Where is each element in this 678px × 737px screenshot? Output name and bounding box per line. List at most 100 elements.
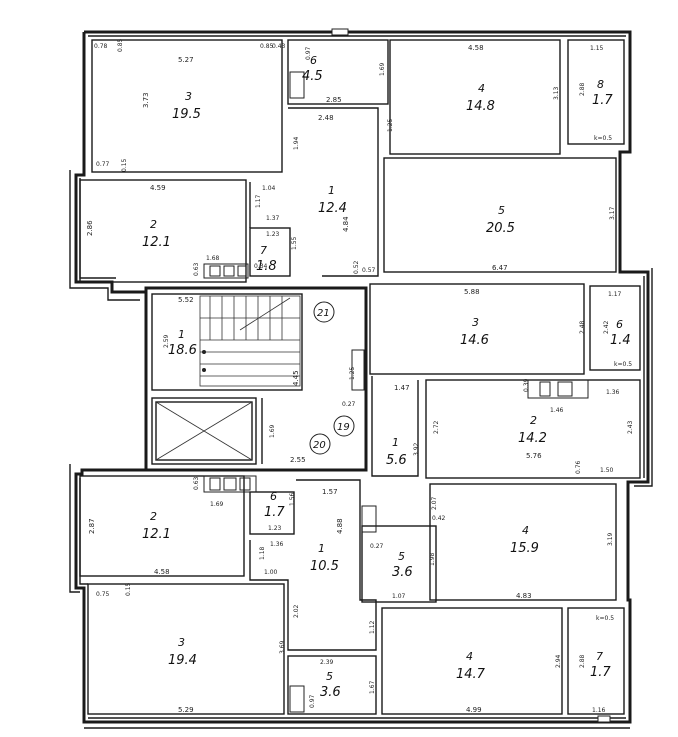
dimension: 0.39: [523, 378, 530, 392]
room-area: 4.5: [302, 69, 323, 84]
dimension: 1.00: [264, 569, 278, 576]
room-number: 1: [328, 184, 335, 197]
axis-markers: 21 19 20: [309, 301, 355, 455]
dimension: 0.15: [125, 582, 132, 596]
dimension: 1.56: [289, 492, 296, 506]
dimension: 2.94: [555, 654, 562, 668]
dimension: 1.69: [269, 424, 276, 438]
room-number: 4: [466, 650, 473, 663]
dimension: 0.97: [305, 46, 312, 60]
dimension: 4.88: [336, 518, 344, 534]
dimension: 2.02: [293, 604, 300, 618]
dimension: 1.69: [379, 62, 386, 76]
dimension: 1.94: [293, 136, 300, 150]
room-labels: 3 19.5 6 4.5 4 14.8 8 1.7 2 12.1 1 12.4 …: [142, 54, 631, 700]
dimension: 5.52: [178, 296, 194, 304]
room-area: 1.7: [590, 665, 611, 680]
room-number: 1: [318, 542, 325, 555]
dimension: 2.59: [163, 334, 170, 348]
dimension: 1.68: [206, 255, 220, 262]
room-area: 1.8: [256, 259, 277, 274]
room-area: 15.9: [510, 541, 539, 556]
dimension: 4.58: [468, 44, 484, 52]
room-number: 3: [185, 90, 192, 103]
room-area: 12.4: [318, 201, 347, 216]
room-number: 4: [522, 524, 529, 537]
dimension: 3.92: [413, 442, 420, 456]
room-area: 19.4: [168, 653, 197, 668]
dimension: 5.29: [178, 706, 194, 714]
dimension: 4.58: [154, 568, 170, 576]
dimension: 0.34: [254, 263, 268, 270]
dimension: 4.83: [516, 592, 532, 600]
room-number: 6: [616, 318, 623, 331]
dimension: 3.69: [279, 640, 286, 654]
interior-walls: [79, 39, 641, 715]
dimension: 0.76: [575, 460, 582, 474]
dimension: 1.18: [259, 546, 266, 560]
dimension: 1.47: [394, 384, 410, 392]
dimension: 1.37: [266, 215, 280, 222]
dimension: 4.84: [342, 216, 350, 232]
dimension: k=0.5: [614, 361, 632, 368]
dimension: 1.46: [550, 407, 564, 414]
room-number: 2: [150, 510, 157, 523]
dimension: 3.19: [607, 532, 614, 546]
circle-label-20: 20: [313, 440, 326, 451]
dimension: 3.17: [609, 206, 616, 220]
circle-label-19: 19: [337, 422, 350, 433]
dimension: 0.75: [96, 591, 110, 598]
dimension: 0.43: [272, 43, 286, 50]
room-area: 14.6: [460, 333, 489, 348]
room-number: 8: [597, 78, 604, 91]
dimension: 1.57: [322, 488, 338, 496]
dimension: 1.67: [369, 680, 376, 694]
room-area: 12.1: [142, 235, 171, 250]
room-area: 1.7: [592, 93, 613, 108]
room-area: 1.7: [264, 505, 285, 520]
room-number: 1: [392, 436, 399, 449]
dimension: 1.36: [270, 541, 284, 548]
dimension: 0.85: [260, 43, 274, 50]
dimension: 1.69: [210, 501, 224, 508]
dimension: 0.78: [94, 43, 108, 50]
dimension: 1.36: [606, 389, 620, 396]
room-area: 20.5: [486, 221, 515, 236]
dimension: 2.86: [86, 220, 94, 236]
room-number: 6: [310, 54, 317, 67]
room-area: 18.6: [168, 343, 197, 358]
dimension: 2.72: [433, 420, 440, 434]
room-number: 3: [472, 316, 479, 329]
room-number: 2: [150, 218, 157, 231]
dimension: 1.25: [387, 118, 394, 132]
dimension: 0.42: [432, 515, 446, 522]
dimension: 0.85: [117, 38, 124, 52]
dimension: 5.27: [178, 56, 194, 64]
dimension: 2.85: [326, 96, 342, 104]
circle-label-21: 21: [317, 308, 330, 319]
stair-marker-icon: [202, 350, 206, 354]
dimension: 0.77: [96, 161, 110, 168]
dimension: 1.15: [590, 45, 604, 52]
dimension: 3.13: [553, 86, 560, 100]
dimension: 1.23: [266, 231, 280, 238]
dimension: 2.88: [579, 82, 586, 96]
dimension: 1.98: [429, 552, 436, 566]
dimension: 4.45: [292, 370, 300, 386]
dimension: 0.57: [362, 267, 376, 274]
dimension: 2.55: [290, 456, 306, 464]
dimension: 0.52: [353, 260, 360, 274]
dimension: 1.50: [600, 467, 614, 474]
dimension: 1.25: [349, 366, 356, 380]
dimension: 0.27: [370, 543, 384, 550]
room-area: 19.5: [172, 107, 201, 122]
dimension: 1.12: [369, 620, 376, 634]
dimension: 2.88: [579, 654, 586, 668]
room-area: 14.8: [466, 99, 495, 114]
room-number: 5: [398, 550, 405, 563]
room-area: 3.6: [320, 685, 341, 700]
dimension: 4.99: [466, 706, 482, 714]
room-number: 7: [596, 650, 603, 663]
dimension: 0.27: [342, 401, 356, 408]
dimension: 2.07: [431, 496, 438, 510]
